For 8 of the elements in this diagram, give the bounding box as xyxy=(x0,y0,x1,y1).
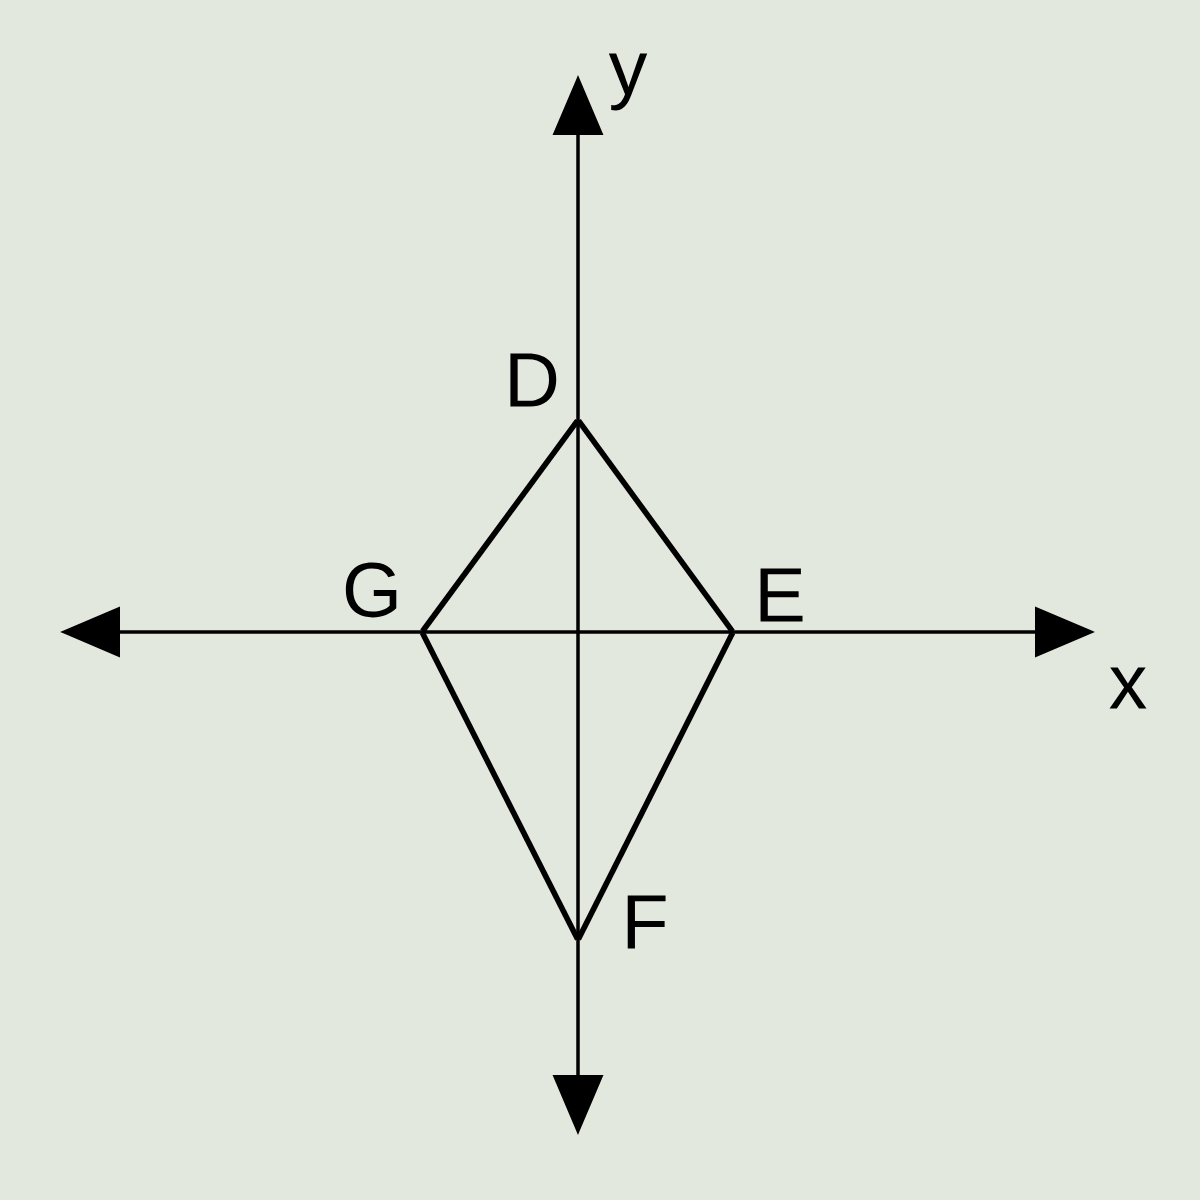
kite-side xyxy=(576,419,735,633)
kite-side xyxy=(420,419,580,633)
vertex-label: G xyxy=(345,562,397,618)
vertex-label: D xyxy=(510,353,557,407)
vertex-label: E xyxy=(760,568,803,622)
axis-label: y xyxy=(608,53,648,111)
vertex-label: F xyxy=(627,895,666,949)
axis-label: x xyxy=(1109,667,1147,709)
